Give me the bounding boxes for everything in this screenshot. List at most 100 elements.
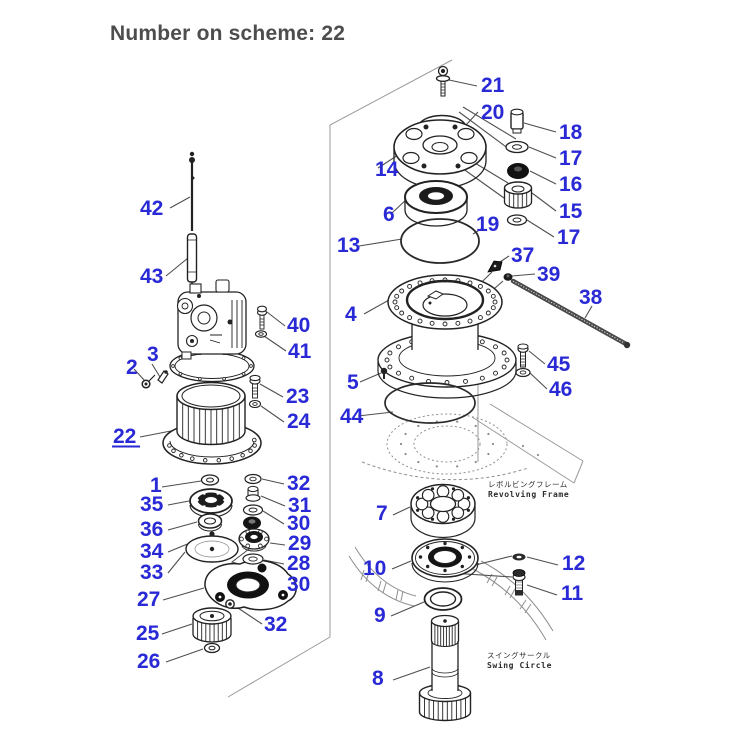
part-label-7: 7 — [376, 502, 388, 525]
part-38-rod — [510, 278, 631, 349]
part-label-13: 13 — [337, 234, 360, 257]
part-18-plug — [510, 108, 524, 134]
caption-jp-1: スイングサークル — [487, 650, 551, 660]
part-label-21: 21 — [481, 74, 505, 97]
part-28-washer — [242, 553, 264, 565]
swing-motor-assembly — [176, 279, 247, 360]
part-19-o-ring — [400, 218, 480, 264]
part-label-9: 9 — [374, 604, 386, 627]
part-1-washer — [200, 474, 220, 486]
part-40-bolt — [256, 305, 268, 330]
part-label-37: 37 — [511, 244, 534, 267]
part-label-10: 10 — [363, 557, 386, 580]
part-label-14: 14 — [375, 158, 399, 181]
part-5-plug — [380, 367, 388, 379]
part-label-36: 36 — [140, 518, 163, 541]
caption-en-1: Swing Circle — [487, 660, 552, 670]
part-44-o-ring — [384, 382, 476, 424]
part-label-17: 17 — [557, 226, 580, 249]
part-25-pinion — [192, 607, 232, 643]
part-3-pin — [157, 370, 169, 384]
part-label-4: 4 — [345, 303, 357, 326]
part-label-29: 29 — [288, 532, 311, 555]
part-label-32: 32 — [287, 472, 310, 495]
part-39-nut — [503, 273, 513, 281]
part-label-42: 42 — [140, 197, 163, 220]
frame-outline — [227, 59, 584, 698]
part-22-swing-machinery-case — [162, 381, 262, 465]
part-label-35: 35 — [140, 493, 164, 516]
part-label-22: 22 — [113, 425, 136, 448]
part-24-washer — [248, 399, 262, 409]
part-label-44: 44 — [340, 405, 364, 428]
part-33-plate — [185, 535, 239, 563]
part-label-30: 30 — [287, 573, 310, 596]
part-label-8: 8 — [372, 667, 384, 690]
part-label-12: 12 — [562, 552, 585, 575]
part-label-41: 41 — [288, 340, 312, 363]
part-label-3: 3 — [147, 343, 159, 366]
part-label-20: 20 — [481, 101, 504, 124]
part-label-5: 5 — [347, 371, 359, 394]
part-label-11: 11 — [561, 582, 584, 605]
part-label-6: 6 — [383, 203, 395, 226]
part-12-washer — [512, 553, 526, 561]
part-14-coupling-hub — [393, 119, 487, 189]
part-label-33: 33 — [140, 561, 163, 584]
part-8-pinion-shaft — [418, 614, 472, 722]
part-label-46: 46 — [549, 378, 572, 401]
part-label-2: 2 — [126, 356, 138, 379]
part-32-washer — [244, 473, 262, 485]
part-27-cover — [204, 559, 297, 611]
part-label-28: 28 — [287, 552, 311, 575]
part-31-valve — [245, 485, 261, 502]
part-42-dipstick — [189, 151, 195, 231]
part-30-washer-upper — [242, 504, 264, 516]
part-label-25: 25 — [136, 622, 160, 645]
part-29-hub — [238, 528, 270, 552]
part-10-swing-race — [411, 538, 479, 583]
part-label-1: 1 — [150, 474, 162, 497]
part-label-40: 40 — [287, 314, 310, 337]
part-4-swing-case — [377, 274, 517, 399]
part-label-34: 34 — [140, 540, 164, 563]
part-label-26: 26 — [137, 650, 160, 673]
part-label-43: 43 — [140, 265, 163, 288]
part-label-15: 15 — [559, 200, 583, 223]
part-21-bolt — [435, 65, 451, 97]
part-label-32: 32 — [264, 613, 287, 636]
part-label-38: 38 — [579, 286, 603, 309]
part-label-45: 45 — [547, 353, 571, 376]
part-label-24: 24 — [287, 410, 311, 433]
page-title: Number on scheme: 22 — [110, 22, 346, 45]
part-36-collar — [197, 513, 223, 532]
part-23-bolt — [249, 374, 261, 399]
part-label-18: 18 — [559, 121, 583, 144]
frame-opening-arcs — [348, 546, 554, 641]
part-37-fitting — [487, 260, 503, 273]
part-16-seal-ring — [507, 163, 529, 179]
part-32-nut-lower — [225, 599, 235, 609]
part-15-bushing — [503, 181, 533, 209]
part-6-bearing — [404, 180, 468, 227]
part-label-16: 16 — [559, 173, 582, 196]
part-43-tube — [186, 233, 198, 288]
part-label-39: 39 — [537, 263, 560, 286]
part-35-bearing — [189, 488, 233, 518]
part-7-bearing-cage — [410, 483, 476, 539]
part-label-19: 19 — [476, 213, 499, 236]
frame-bolt-hole-circle — [361, 413, 529, 481]
part-11-bolt — [512, 569, 526, 596]
part-34-ball — [209, 531, 215, 537]
part-label-31: 31 — [288, 494, 312, 517]
part-2-bolt — [141, 374, 156, 389]
part-label-30: 30 — [287, 512, 310, 535]
part-label-17: 17 — [559, 147, 582, 170]
part-26-washer — [203, 642, 221, 654]
part-label-27: 27 — [137, 588, 160, 611]
part-17-washer-lower — [506, 214, 528, 226]
part-label-23: 23 — [286, 385, 309, 408]
part-9-seal — [423, 587, 463, 611]
